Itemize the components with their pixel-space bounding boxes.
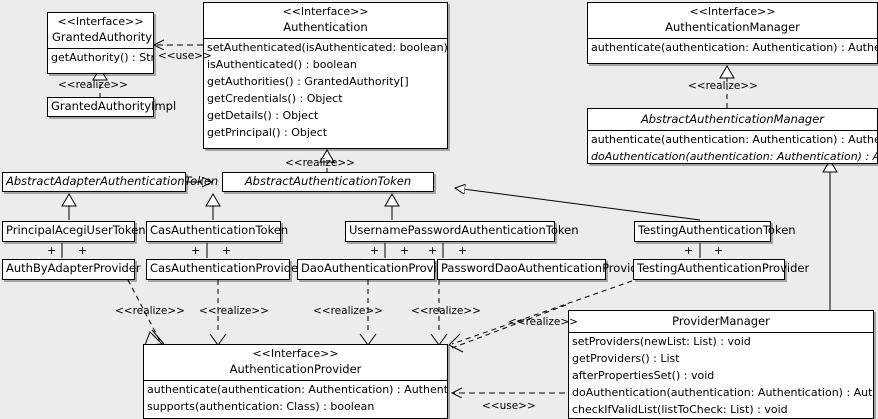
edge-label-realize-cas-authentication-provider: <<realize>> bbox=[199, 305, 269, 317]
class-name: AbstractAdapterAuthenticationToken bbox=[6, 174, 219, 188]
class-name: GrantedAuthorityImpl bbox=[51, 99, 177, 113]
class-provider-manager[interactable]: ProviderManager setProviders(newList: Li… bbox=[568, 310, 874, 419]
operation: setAuthenticated(isAuthenticated: boolea… bbox=[207, 41, 447, 54]
operations-compartment: getAuthority() : String bbox=[48, 49, 153, 66]
operation: afterPropertiesSet() : void bbox=[572, 369, 715, 382]
class-name: AuthenticationProvider bbox=[229, 362, 362, 376]
class-name: PasswordDaoAuthenticationProvider bbox=[441, 261, 650, 275]
class-name: GrantedAuthority bbox=[52, 30, 153, 44]
operation: getProviders() : List bbox=[572, 352, 680, 365]
operation: getDetails() : Object bbox=[207, 109, 319, 122]
class-name: CasAuthenticationProvider bbox=[150, 261, 303, 275]
operation: authenticate(authentication: Authenticat… bbox=[591, 41, 877, 54]
class-name: Authentication bbox=[283, 20, 368, 34]
multiplicity-principal-left: + bbox=[47, 244, 57, 257]
class-header: ProviderManager bbox=[569, 311, 873, 333]
class-dao-authentication-provider[interactable]: DaoAuthenticationProvider bbox=[297, 259, 456, 280]
class-name: TestingAuthenticationToken bbox=[638, 223, 796, 237]
class-header: <<Interface>> AuthenticationProvider bbox=[144, 345, 447, 381]
class-name: AuthByAdapterProvider bbox=[6, 261, 141, 275]
class-cas-authentication-token[interactable]: CasAuthenticationToken bbox=[146, 221, 289, 242]
edge-label-use-provider-manager-authentication-provider: <<use>> bbox=[482, 400, 536, 412]
edge-label-realize-auth-by-adapter-provider: <<realize>> bbox=[115, 305, 185, 317]
operation: authenticate(authentication: Authenticat… bbox=[591, 133, 877, 146]
class-authentication-manager[interactable]: <<Interface>> AuthenticationManager auth… bbox=[587, 2, 878, 64]
operation: isAuthenticated() : boolean bbox=[207, 58, 357, 71]
operations-compartment: setAuthenticated(isAuthenticated: boolea… bbox=[204, 39, 447, 141]
class-header: <<Interface>> GrantedAuthority bbox=[48, 13, 153, 49]
operations-compartment: authenticate(authentication: Authenticat… bbox=[588, 131, 877, 165]
edge-label-realize-granted-authority-impl: <<realize>> bbox=[58, 79, 128, 91]
class-header: AbstractAuthenticationManager bbox=[588, 109, 877, 131]
operation: supports(authentication: Class) : boolea… bbox=[147, 400, 375, 413]
operations-compartment: authenticate(authentication: Authenticat… bbox=[144, 381, 447, 415]
multiplicity-principal-right: + bbox=[78, 244, 88, 257]
multiplicity-cas-right: + bbox=[222, 244, 232, 257]
operation: checkIfValidList(listToCheck: List) : vo… bbox=[572, 403, 788, 416]
multiplicity-upat-mid2: + bbox=[428, 244, 438, 257]
multiplicity-upat-mid: + bbox=[400, 244, 410, 257]
class-name: PrincipalAcegiUserToken bbox=[6, 223, 146, 237]
class-authentication-provider[interactable]: <<Interface>> AuthenticationProvider aut… bbox=[143, 344, 448, 419]
class-name: TestingAuthenticationProvider bbox=[637, 261, 810, 275]
multiplicity-testing-right: + bbox=[714, 244, 724, 257]
class-name: AuthenticationManager bbox=[665, 20, 800, 34]
operation: getCredentials() : Object bbox=[207, 92, 343, 105]
class-testing-authentication-token[interactable]: TestingAuthenticationToken bbox=[634, 221, 796, 242]
class-name: AbstractAuthenticationManager bbox=[640, 112, 825, 126]
multiplicity-upat-left: + bbox=[370, 244, 380, 257]
class-password-dao-authentication-provider[interactable]: PasswordDaoAuthenticationProvider bbox=[437, 259, 650, 280]
operation: doAuthentication(authentication: Authent… bbox=[572, 386, 873, 399]
class-abstract-authentication-token[interactable]: AbstractAuthenticationToken bbox=[222, 172, 434, 192]
edge-label-realize-abstract-authentication-token: <<realize>> bbox=[285, 157, 355, 169]
multiplicity-cas-left: + bbox=[191, 244, 201, 257]
operations-compartment: setProviders(newList: List) : void getPr… bbox=[569, 333, 873, 418]
class-name: ProviderManager bbox=[672, 314, 770, 328]
class-abstract-adapter-authentication-token[interactable]: AbstractAdapterAuthenticationToken bbox=[2, 172, 219, 192]
class-auth-by-adapter-provider[interactable]: AuthByAdapterProvider bbox=[2, 259, 141, 280]
edge-label-realize-dao-authentication-provider: <<realize>> bbox=[313, 305, 383, 317]
stereotype-interface: <<Interface>> bbox=[689, 5, 776, 18]
multiplicity-testing-left: + bbox=[684, 244, 694, 257]
operation: getPrincipal() : Object bbox=[207, 126, 328, 139]
class-testing-authentication-provider[interactable]: TestingAuthenticationProvider bbox=[633, 259, 810, 280]
class-name: DaoAuthenticationProvider bbox=[301, 261, 456, 275]
multiplicity-upat-right: + bbox=[458, 244, 468, 257]
class-header: <<Interface>> AuthenticationManager bbox=[588, 3, 877, 39]
class-username-password-authentication-token[interactable]: UsernamePasswordAuthenticationToken bbox=[345, 221, 579, 242]
class-granted-authority-impl[interactable]: GrantedAuthorityImpl bbox=[47, 97, 177, 117]
operation: getAuthorities() : GrantedAuthority[] bbox=[207, 75, 409, 88]
operations-compartment: authenticate(authentication: Authenticat… bbox=[588, 39, 877, 56]
class-principal-acegi-user-token[interactable]: PrincipalAcegiUserToken bbox=[2, 221, 146, 242]
stereotype-interface: <<Interface>> bbox=[57, 15, 144, 28]
class-cas-authentication-provider[interactable]: CasAuthenticationProvider bbox=[146, 259, 303, 280]
operation: getAuthority() : String bbox=[51, 51, 153, 64]
operation: doAuthentication(authentication: Authent… bbox=[591, 150, 877, 163]
operation: authenticate(authentication: Authenticat… bbox=[147, 383, 447, 396]
class-name: CasAuthenticationToken bbox=[150, 223, 289, 237]
class-name: AbstractAuthenticationToken bbox=[244, 174, 412, 188]
class-abstract-authentication-manager[interactable]: AbstractAuthenticationManager authentica… bbox=[587, 108, 878, 164]
class-authentication[interactable]: <<Interface>> Authentication setAuthenti… bbox=[203, 2, 448, 149]
stereotype-interface: <<Interface>> bbox=[252, 347, 339, 360]
edge-label-use-authentication-granted-authority: <<use>> bbox=[158, 50, 212, 62]
class-name: UsernamePasswordAuthenticationToken bbox=[349, 223, 579, 237]
class-granted-authority[interactable]: <<Interface>> GrantedAuthority getAuthor… bbox=[47, 12, 154, 74]
edge-label-realize-abstract-authentication-manager: <<realize>> bbox=[688, 80, 758, 92]
edge-label-realize-password-dao-authentication-provider: <<realize>> bbox=[411, 305, 481, 317]
class-header: <<Interface>> Authentication bbox=[204, 3, 447, 39]
edge-label-realize-provider-manager: <<realize>> bbox=[508, 316, 578, 328]
stereotype-interface: <<Interface>> bbox=[282, 5, 369, 18]
operation: setProviders(newList: List) : void bbox=[572, 335, 751, 348]
